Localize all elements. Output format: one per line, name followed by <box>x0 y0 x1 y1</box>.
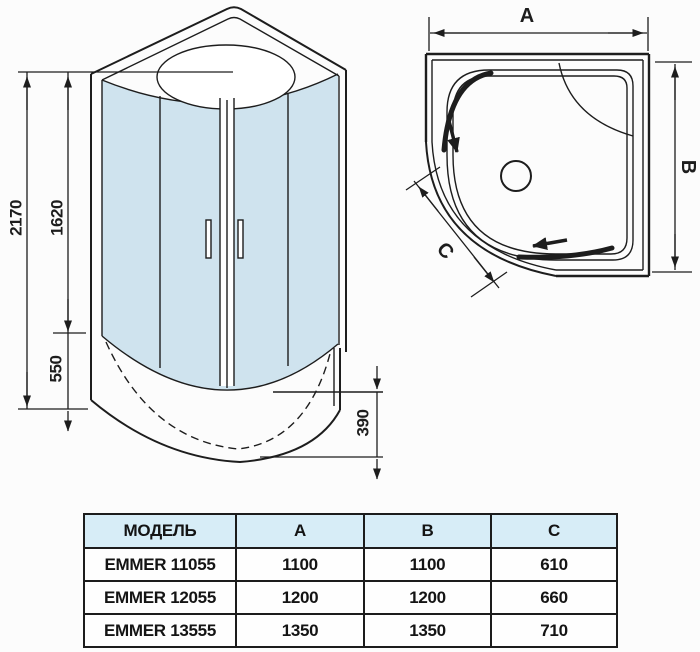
dim-total-height: 2170 <box>7 200 26 236</box>
cell-b: 1200 <box>363 580 492 615</box>
cell-c: 610 <box>490 547 618 582</box>
dim-front-letter: C <box>432 238 458 263</box>
curved-door-track <box>425 141 557 277</box>
cell-model: EMMER 12055 <box>83 580 237 615</box>
size-table: МОДЕЛЬ A B C EMMER 11055 1100 1100 610 E… <box>83 513 618 648</box>
top-view: A B C <box>405 5 699 298</box>
table-row: EMMER 11055 1100 1100 610 <box>83 547 618 582</box>
table-row: EMMER 13555 1350 1350 710 <box>83 613 618 648</box>
corner-seat <box>558 62 634 137</box>
cell-a: 1350 <box>235 613 365 648</box>
drain <box>500 160 532 192</box>
dim-depth-letter: B <box>677 160 699 174</box>
sliding-doors <box>441 70 615 260</box>
top-view-dimensions: A B C <box>405 5 699 298</box>
door-panels <box>159 94 289 388</box>
dimension-drawing: 2170 1620 550 390 <box>7 5 699 480</box>
col-header-model: МОДЕЛЬ <box>83 513 237 549</box>
front-dimensions: 2170 1620 550 390 <box>7 71 383 480</box>
roof-dome <box>90 6 347 110</box>
cell-c: 710 <box>490 613 618 648</box>
cell-a: 1200 <box>235 580 365 615</box>
glass-bottom-edge <box>101 335 339 391</box>
front-view: 2170 1620 550 390 <box>7 6 383 480</box>
dim-tray-height: 390 <box>354 410 373 437</box>
dim-width-letter: A <box>520 5 534 27</box>
cell-model: EMMER 11055 <box>83 547 237 582</box>
col-header-a: A <box>235 513 365 549</box>
door-handle-right <box>237 219 244 259</box>
col-header-c: C <box>490 513 618 549</box>
cell-a: 1100 <box>235 547 365 582</box>
door-handle-left <box>205 219 212 259</box>
cell-c: 660 <box>490 580 618 615</box>
tray-rim <box>446 69 634 261</box>
col-header-b: B <box>363 513 492 549</box>
table-row: EMMER 12055 1200 1200 660 <box>83 580 618 615</box>
cell-model: EMMER 13555 <box>83 613 237 648</box>
side-frames <box>90 70 347 400</box>
dim-base-height: 550 <box>47 356 66 383</box>
dim-glass-height: 1620 <box>48 200 67 236</box>
shower-tray <box>90 341 383 464</box>
cell-b: 1100 <box>363 547 492 582</box>
door-motion-arrows <box>447 120 568 250</box>
table-header-row: МОДЕЛЬ A B C <box>83 513 618 549</box>
cell-b: 1350 <box>363 613 492 648</box>
wall-frame <box>424 52 651 278</box>
